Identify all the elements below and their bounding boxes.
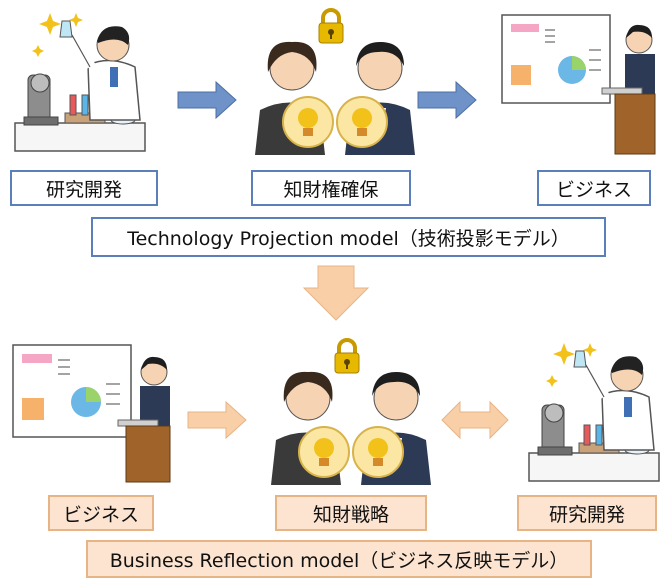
scientist-illustration-bottom bbox=[528, 343, 660, 482]
lightbulb-icon bbox=[282, 96, 334, 148]
label-business-bottom: ビジネス bbox=[48, 495, 154, 531]
label-ip-strategy: 知財戦略 bbox=[275, 495, 427, 531]
lock-icon bbox=[318, 8, 344, 44]
scientist-illustration-top bbox=[14, 13, 146, 152]
lock-icon bbox=[334, 338, 360, 374]
presentation-illustration-bottom bbox=[12, 344, 171, 483]
arrow-right-icon bbox=[187, 400, 247, 440]
model-label-technology-projection: Technology Projection model（技術投影モデル） bbox=[91, 217, 606, 257]
business-people-illustration-bottom bbox=[271, 371, 431, 485]
double-arrow-icon bbox=[441, 400, 509, 440]
business-people-illustration-top bbox=[255, 41, 415, 155]
label-research-development: 研究開発 bbox=[10, 170, 158, 206]
label-business: ビジネス bbox=[537, 170, 651, 206]
label-ip-rights-securing: 知財権確保 bbox=[251, 170, 411, 206]
lightbulb-icon bbox=[298, 426, 350, 478]
arrow-right-icon bbox=[417, 80, 477, 120]
model-label-business-reflection: Business Reflection model（ビジネス反映モデル） bbox=[86, 540, 592, 578]
label-research-development-bottom: 研究開発 bbox=[517, 495, 657, 531]
arrow-down-icon bbox=[302, 265, 370, 321]
presentation-illustration-top bbox=[501, 14, 656, 155]
arrow-right-icon bbox=[177, 80, 237, 120]
